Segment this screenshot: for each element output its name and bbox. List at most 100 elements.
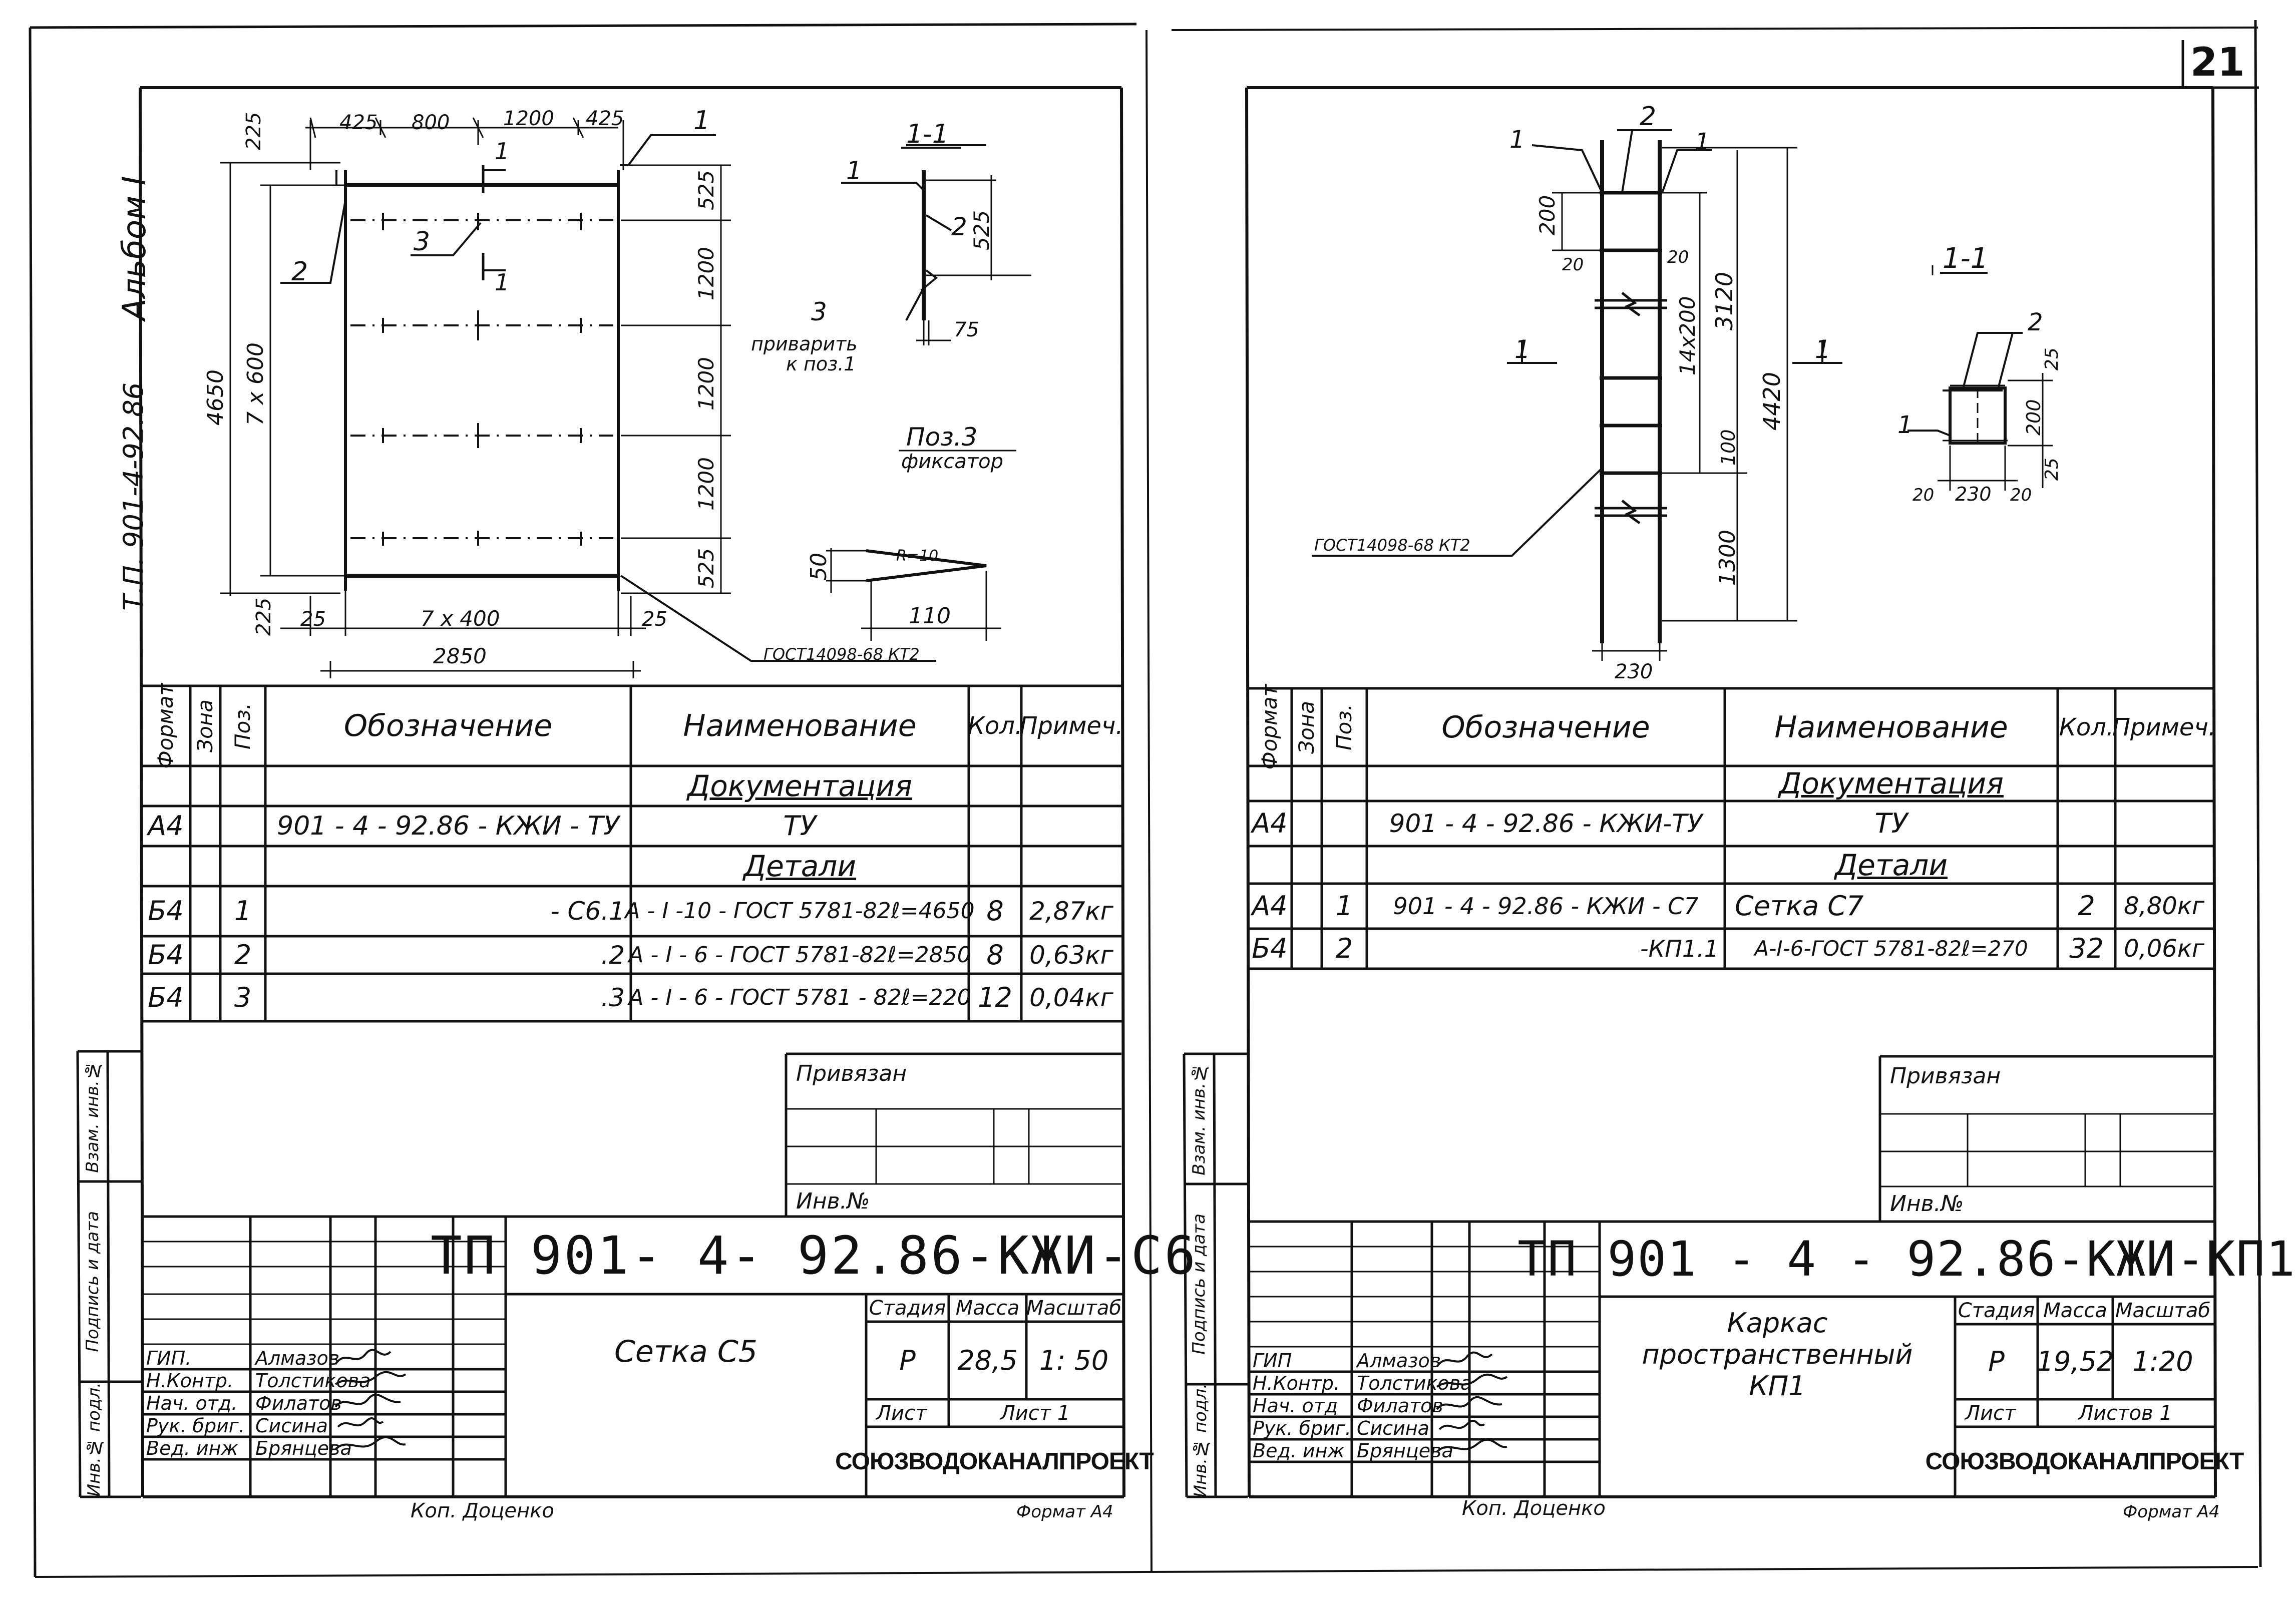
album-label: Альбом I [116,176,153,322]
s2-sec-dim-200: 200 [2023,399,2045,436]
s2-sheets-header: Листов 1 [2078,1401,2172,1425]
spec-row-format: Б4 [148,981,184,1013]
spec-row-name: А - I - 6 - ГОСТ 5781 - 82ℓ=220 [628,984,971,1010]
spec-row-format: Б4 [148,895,184,927]
s2-dim-1300: 1300 [1715,530,1740,586]
spec-section-docs: Документация [687,769,912,803]
dim-top-425b: 425 [586,107,624,130]
s2-cut-left: 1 [1514,335,1530,364]
spec-row-note: 0,63кг [1029,940,1113,970]
s2-callout-p2: 2 [1640,102,1656,132]
s2-sec-dim-20b: 20 [2010,485,2032,505]
s2-spec-row-qty: 32 [2069,933,2104,964]
s2-spec-row-qty: 2 [2078,890,2095,922]
s2-gost-note: ГОСТ14098-68 КТ2 [1314,536,1470,555]
s2-format-note: Формат А4 [2123,1502,2220,1522]
dim-1200a: 1200 [694,247,718,300]
s2-spec-header-zone: Зона [1294,700,1319,754]
gost-note-1: ГОСТ14098-68 КТ2 [763,645,920,664]
signatures [334,1349,407,1450]
dim-4650: 4650 [203,369,228,426]
fix-dim-50: 50 [806,553,832,581]
s2-section-callout-1: 1 [1897,411,1913,439]
s2-spec-section-parts: Детали [1834,848,1948,882]
s2-callout-p1b: 1 [1695,128,1710,156]
album-code: Т.П. 901-4-92.86 [118,382,149,611]
s2-dim-230: 230 [1615,660,1653,683]
s2-cut-right: 1 [1815,335,1831,364]
s2-staff-role: Нач. отд [1253,1394,1338,1417]
s2-scale-value: 1:20 [2132,1346,2193,1377]
spec-row-qty: 12 [978,981,1012,1013]
s2-sec-dim-25b: 25 [2042,458,2062,481]
s2-dim-200: 200 [1535,195,1560,235]
format-note: Формат А4 [1016,1502,1113,1522]
s2-inv-label: Инв.№ [1890,1191,1964,1217]
pos3-subtitle: фиксатор [901,450,1003,473]
s2-spec-row-designation: 901 - 4 - 92.86 - КЖИ - С7 [1393,893,1699,920]
s2-title-line3: КП1 [1749,1370,1806,1402]
dim-top-1200: 1200 [503,107,554,130]
s2-spec-row-name: Сетка С7 [1735,890,1864,922]
spec-header-note: Примеч. [1019,712,1123,740]
staff-name: Сисина [255,1414,328,1437]
spec-row-name: А - I -10 - ГОСТ 5781-82ℓ=4650 [625,898,975,924]
pos3-title: Поз.3 [906,423,977,452]
spec-header-designation: Обозначение [343,708,553,743]
s2-mass-header: Масса [2043,1299,2107,1322]
spec-row-pos: 1 [234,895,252,927]
doc-code: ТП 901- 4- 92.86-КЖИ-С6 [430,1225,1198,1286]
spec-row-note: 0,04кг [1029,983,1113,1012]
mass-header: Масса [955,1296,1020,1320]
spec-header-qty: Кол. [967,712,1023,740]
s2-signatures [1436,1351,1508,1453]
dim-25b: 25 [642,608,667,631]
page-number: 21 [2190,40,2245,85]
s2-stage-header: Стадия [1958,1299,2035,1322]
sheet-header: Лист [876,1401,927,1425]
s2-side-label-vzam: Взам. инв.№ [1189,1062,1209,1175]
s2-scale-header: Масштаб [2115,1299,2211,1322]
spec-row-name: ТУ [783,810,817,842]
org-name: СОЮЗВОДОКАНАЛПРОЕКТ [835,1448,1154,1475]
dim-1200b: 1200 [694,357,718,411]
s2-section-callout-2: 2 [2028,308,2043,336]
staff-role: ГИП. [146,1347,192,1369]
s2-sheet-header: Лист [1965,1401,2016,1425]
s2-dim-100: 100 [1717,429,1739,466]
section-dim-525: 525 [969,210,994,250]
weld-note-line1: приварить [751,333,858,355]
s2-section-label: 1-1 [1943,242,1988,275]
s2-spec-row-note: 8,80кг [2123,892,2205,920]
spec-row-pos: 3 [234,981,252,1013]
s2-spec-row-pos: 2 [1335,933,1353,964]
fix-radius: R=10 [896,547,938,565]
s2-sec-dim-20a: 20 [1912,485,1934,505]
dim-225-top: 225 [242,112,265,150]
s2-copied-by: Коп. Доценко [1462,1497,1606,1520]
section-callout-3: 3 [811,297,827,326]
s2-bound-label: Привязан [1890,1063,2001,1089]
s2-dim-20b: 20 [1667,247,1689,267]
s2-staff-role: Н.Контр. [1253,1372,1340,1394]
spec-row-note: 2,87кг [1029,897,1113,926]
inv-label: Инв.№ [796,1188,870,1214]
s2-dim-14x200: 14x200 [1675,296,1700,375]
s2-side-label-podpis: Подпись и дата [1189,1214,1209,1355]
s2-spec-header-pos: Поз. [1332,704,1356,750]
cut-mark-bottom: 1 [495,269,509,296]
s2-side-label-inv: Инв.№ подл. [1191,1383,1211,1498]
s2-dim-3120: 3120 [1711,272,1738,330]
s2-spec-header-qty: Кол. [2059,713,2114,741]
s2-sec-dim-25a: 25 [2042,347,2062,370]
fix-dim-110: 110 [909,603,951,629]
copied-by: Коп. Доценко [411,1499,554,1522]
s2-spec-header-name: Наименование [1774,709,2008,745]
weld-note-line2: к поз.1 [786,353,856,375]
section-label-1: 1-1 [906,119,949,149]
s2-spec-row-note: 0,06кг [2123,935,2205,963]
